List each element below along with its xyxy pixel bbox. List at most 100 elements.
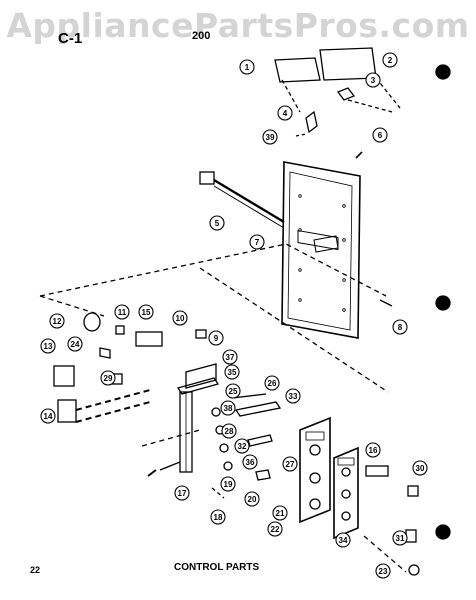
callout-label-25: 25 <box>229 387 238 396</box>
callout-bubble-13 <box>40 338 56 354</box>
callout-bubble-10 <box>172 310 188 326</box>
part-screw <box>408 564 420 576</box>
part-terminal <box>247 434 273 447</box>
callout-label-4: 4 <box>283 109 288 118</box>
callout-bubble-29 <box>100 370 116 386</box>
callout-label-39: 39 <box>266 133 275 142</box>
part-fuse <box>405 529 417 543</box>
callout-label-31: 31 <box>396 534 405 543</box>
binder-hole-middle <box>435 295 451 311</box>
callout-bubble-9 <box>208 330 224 346</box>
callout-bubble-6 <box>372 127 388 143</box>
callout-label-21: 21 <box>276 509 285 518</box>
callout-bubble-39 <box>262 129 278 145</box>
callout-label-10: 10 <box>176 314 185 323</box>
callout-bubble-20 <box>244 491 260 507</box>
part-switch-assembly <box>234 401 282 417</box>
callout-bubble-21 <box>272 505 288 521</box>
callout-bubble-23 <box>375 563 391 579</box>
callout-label-16: 16 <box>369 446 378 455</box>
part-clip <box>336 87 356 101</box>
callout-label-35: 35 <box>228 368 237 377</box>
callout-bubble-4 <box>277 105 293 121</box>
callout-bubble-18 <box>210 509 226 525</box>
callout-bubble-12 <box>49 313 65 329</box>
callout-label-23: 23 <box>379 567 388 576</box>
part-knob-small <box>99 347 111 359</box>
callout-bubble-32 <box>234 438 250 454</box>
callout-label-36: 36 <box>246 458 255 467</box>
callout-bubble-22 <box>267 521 283 537</box>
callout-label-3: 3 <box>371 76 376 85</box>
callout-bubble-34 <box>335 532 351 548</box>
callout-bubble-19 <box>220 476 236 492</box>
callout-bubble-3 <box>365 72 381 88</box>
callout-label-29: 29 <box>104 374 113 383</box>
section-code: C-1 <box>58 30 83 47</box>
callout-bubble-27 <box>282 456 298 472</box>
part-relay <box>135 331 163 347</box>
part-lamp <box>195 329 207 339</box>
callout-label-30: 30 <box>416 464 425 473</box>
part-connector <box>199 171 215 185</box>
callout-label-19: 19 <box>224 480 233 489</box>
callout-label-27: 27 <box>286 460 295 469</box>
footer-title: CONTROL PARTS <box>174 562 260 573</box>
part-label-plate <box>365 465 389 477</box>
part-indicator-light <box>83 312 101 332</box>
callout-bubble-11 <box>114 304 130 320</box>
callout-label-13: 13 <box>44 342 53 351</box>
callout-bubble-30 <box>412 460 428 476</box>
callout-label-24: 24 <box>71 340 80 349</box>
callout-label-26: 26 <box>268 379 277 388</box>
callout-bubble-16 <box>365 442 381 458</box>
callout-bubble-24 <box>67 336 83 352</box>
callout-label-14: 14 <box>44 412 53 421</box>
callout-bubble-17 <box>174 485 190 501</box>
callout-label-5: 5 <box>215 219 220 228</box>
part-front-panel-left <box>299 416 331 524</box>
part-washers <box>211 407 233 471</box>
callout-label-7: 7 <box>255 238 260 247</box>
callout-label-33: 33 <box>289 392 298 401</box>
callout-label-22: 22 <box>271 525 280 534</box>
callout-label-38: 38 <box>224 404 233 413</box>
callout-label-20: 20 <box>248 495 257 504</box>
callout-label-18: 18 <box>214 513 223 522</box>
callout-bubble-28 <box>221 423 237 439</box>
part-control-panel <box>281 161 361 339</box>
watermark: AppliancePartsPros.com <box>6 6 470 45</box>
page-number: 22 <box>30 565 41 575</box>
callout-label-12: 12 <box>53 317 62 326</box>
callout-bubble-5 <box>209 215 225 231</box>
callout-bubble-38 <box>220 400 236 416</box>
binder-hole-bottom <box>435 524 451 540</box>
callout-bubble-31 <box>392 530 408 546</box>
part-cover-plate <box>274 57 321 83</box>
callout-bubble-36 <box>242 454 258 470</box>
callout-label-11: 11 <box>118 308 127 317</box>
callout-bubble-37 <box>222 349 238 365</box>
callout-bubble-7 <box>249 234 265 250</box>
callout-label-1: 1 <box>245 63 250 72</box>
callout-label-8: 8 <box>398 323 403 332</box>
part-front-panel-right <box>333 446 359 540</box>
callout-bubble-35 <box>224 364 240 380</box>
part-thermostat <box>57 399 77 423</box>
part-bracket <box>305 110 318 134</box>
part-small-clip <box>115 325 125 335</box>
callout-label-17: 17 <box>178 489 187 498</box>
callout-bubble-2 <box>382 52 398 68</box>
callout-bubble-33 <box>285 388 301 404</box>
part-cap <box>407 485 419 497</box>
callout-bubble-8 <box>392 319 408 335</box>
callout-bubble-15 <box>138 304 154 320</box>
callout-label-37: 37 <box>226 353 235 362</box>
part-switch <box>53 365 75 387</box>
callout-bubble-14 <box>40 408 56 424</box>
callout-label-32: 32 <box>238 442 247 451</box>
callout-label-9: 9 <box>214 334 219 343</box>
callout-label-34: 34 <box>339 536 348 545</box>
